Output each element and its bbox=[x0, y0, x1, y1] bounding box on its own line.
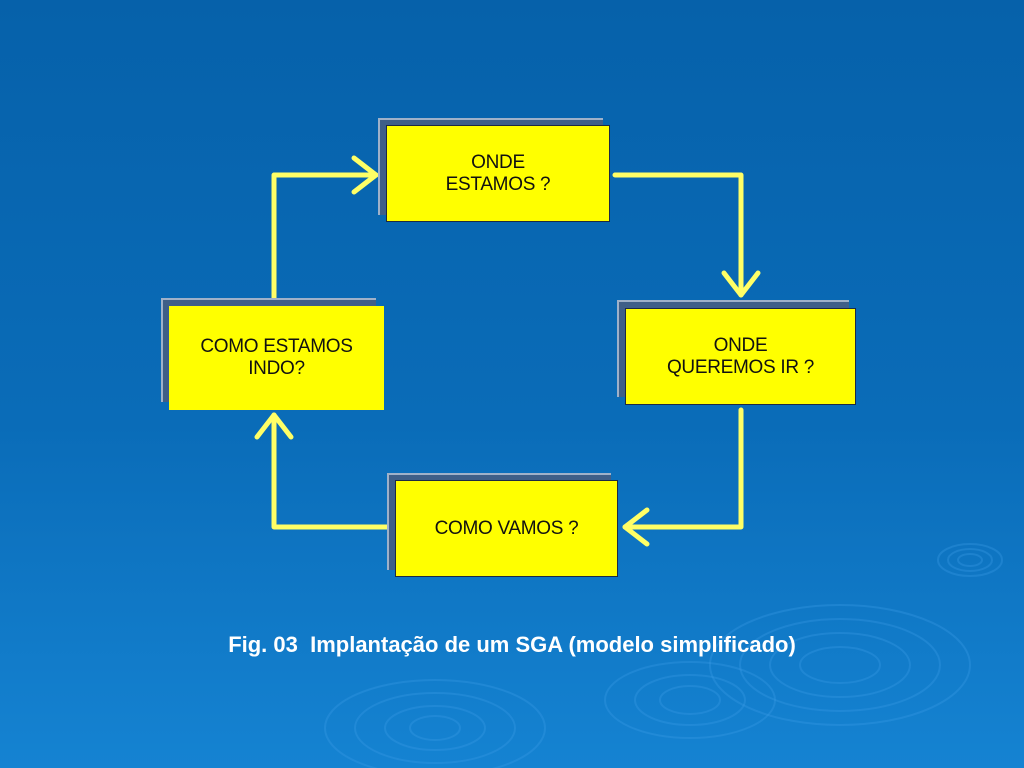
node-como-estamos-indo: COMO ESTAMOS INDO? bbox=[169, 306, 384, 410]
arrow-estamos-to-queremos bbox=[612, 172, 744, 298]
arrowhead-to-indo bbox=[254, 412, 294, 440]
node-como-vamos: COMO VAMOS ? bbox=[395, 480, 618, 577]
arrow-indo-to-estamos bbox=[271, 172, 379, 301]
arrow-queremos-to-vamos bbox=[622, 407, 744, 530]
arrowhead-to-vamos bbox=[622, 507, 650, 547]
node-onde-queremos-ir: ONDE QUEREMOS IR ? bbox=[625, 308, 856, 405]
arrow-vamos-to-indo bbox=[271, 412, 391, 530]
figure-caption: Fig. 03 Implantação de um SGA (modelo si… bbox=[228, 632, 796, 657]
arrowhead-to-estamos bbox=[351, 155, 379, 195]
arrowhead-to-queremos bbox=[721, 270, 761, 298]
node-onde-estamos: ONDE ESTAMOS ? bbox=[386, 125, 610, 222]
